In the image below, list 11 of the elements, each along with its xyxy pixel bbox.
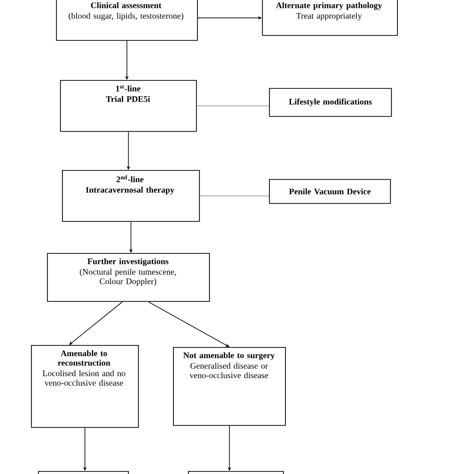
process-box: Not amenable to surgery Generalised disease or veno-occlusive disease [173, 347, 286, 426]
process-box: 2$^{nd}$-line Intracavernosal therapy [62, 170, 200, 222]
process-box: Further investigations (Noctural penile tumescene, Colour Doppler) [47, 253, 210, 302]
process-box: Penile Vacuum Device [269, 179, 391, 204]
process-box: Lifestyle modifications [269, 88, 392, 117]
process-box [188, 471, 284, 474]
process-box: 1$^{st}$-line Trial PDE5i [60, 80, 197, 132]
process-box: Alternate primary pathology Treat appropriately [262, 0, 398, 36]
process-box: Amenable to reconstruction Locolised lesion and no veno-occlusive disease [31, 345, 139, 428]
process-box: Clinical assessment (blood sugar, lipids, testosterone) [56, 0, 198, 41]
process-box [38, 471, 129, 474]
